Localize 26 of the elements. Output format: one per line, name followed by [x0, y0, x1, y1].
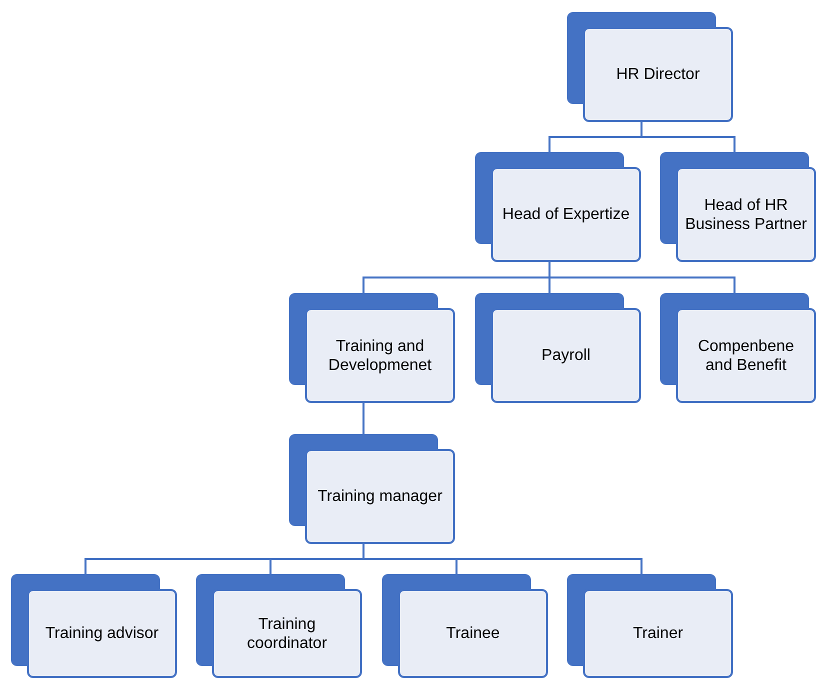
org-box	[583, 589, 733, 678]
role-title: Head of Expertize	[502, 205, 630, 224]
org-box	[676, 167, 816, 262]
role-title: Training advisor	[45, 624, 159, 643]
role-title: HR Director	[616, 65, 700, 84]
org-box	[583, 27, 733, 122]
org-box	[398, 589, 548, 678]
connector-line	[362, 544, 642, 574]
org-box	[212, 589, 362, 678]
org-box	[27, 589, 177, 678]
org-box	[676, 308, 816, 403]
role-title: Training manager	[318, 487, 442, 506]
org-box	[305, 308, 455, 403]
role-title: Head of HR Business Partner	[684, 196, 808, 234]
org-box	[491, 308, 641, 403]
connector-line	[640, 122, 736, 152]
role-title: Payroll	[542, 346, 590, 365]
org-box	[491, 167, 641, 262]
role-title: Compenbene and Benefit	[696, 336, 796, 374]
role-title: Trainee	[446, 624, 500, 643]
role-title: Trainer	[632, 624, 684, 643]
connector-line	[362, 403, 364, 434]
connector-line	[548, 262, 736, 293]
role-title: Training coordinator	[246, 614, 328, 652]
org-box	[305, 449, 455, 544]
role-title: Training and Developmenet	[327, 336, 433, 374]
